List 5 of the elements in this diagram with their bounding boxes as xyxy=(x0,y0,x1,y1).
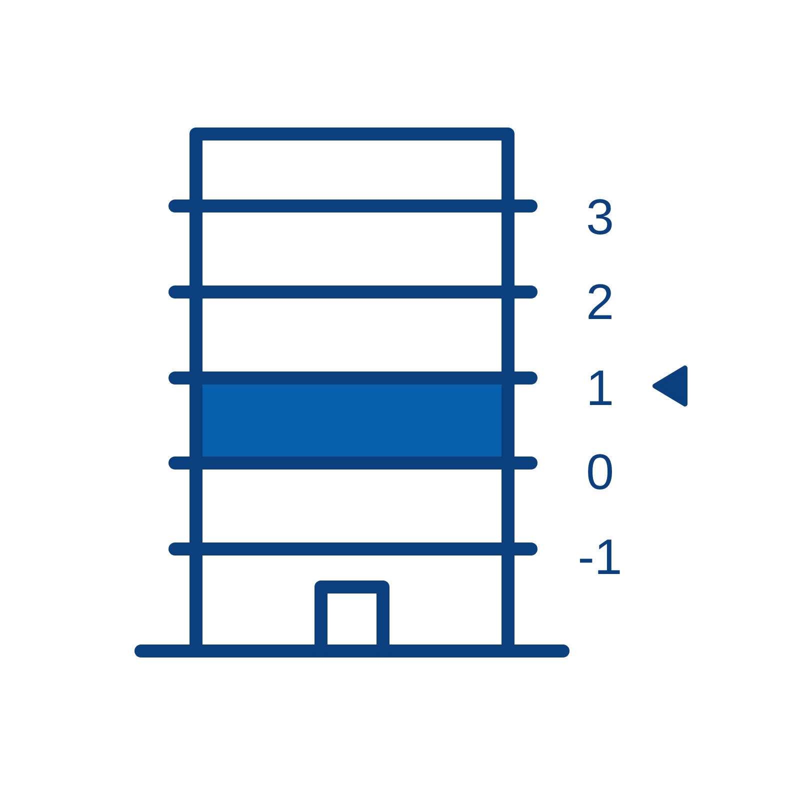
floor-number: 1 xyxy=(585,360,615,416)
floor-number: 0 xyxy=(585,444,615,500)
floor-number: 3 xyxy=(585,189,615,245)
floor-number: -1 xyxy=(576,529,624,585)
floor-number: 2 xyxy=(585,274,615,330)
